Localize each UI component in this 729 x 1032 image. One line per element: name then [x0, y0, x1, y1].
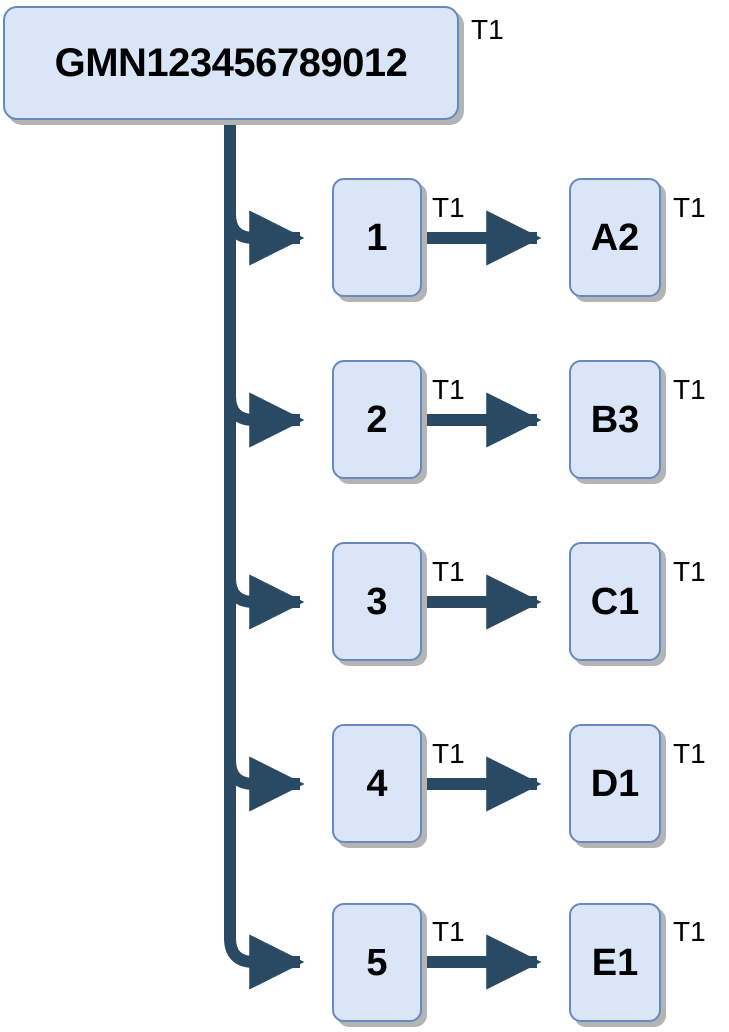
- trunk-path: [224, 118, 255, 968]
- edge-label-link-2: T1: [432, 374, 465, 405]
- edge-label-link-1: T1: [432, 192, 465, 223]
- node-mid-2-label: 2: [366, 398, 388, 441]
- branch-edge-1: [224, 210, 305, 266]
- node-end-5-label: E1: [591, 941, 639, 984]
- edge-label-root: T1: [471, 14, 504, 45]
- node-end-2-label: B3: [590, 398, 640, 441]
- node-mid-4[interactable]: 4: [332, 724, 422, 843]
- node-mid-1[interactable]: 1: [332, 178, 422, 297]
- node-mid-1-label: 1: [366, 216, 388, 259]
- node-mid-5-label: 5: [366, 941, 388, 984]
- node-end-3-label: C1: [590, 580, 640, 623]
- edge-label-end-4: T1: [673, 738, 706, 769]
- edge-label-end-5: T1: [673, 916, 706, 947]
- node-end-4-label: D1: [590, 762, 640, 805]
- node-mid-4-label: 4: [366, 762, 388, 805]
- edge-label-end-3: T1: [673, 556, 706, 587]
- node-mid-5[interactable]: 5: [332, 903, 422, 1022]
- node-end-1-label: A2: [590, 216, 640, 259]
- node-root[interactable]: GMN123456789012: [3, 6, 459, 120]
- branch-edge-3: [224, 574, 305, 630]
- edge-label-link-4: T1: [432, 738, 465, 769]
- node-mid-3[interactable]: 3: [332, 542, 422, 661]
- edge-label-end-1: T1: [673, 192, 706, 223]
- branch-edge-4: [224, 756, 305, 812]
- node-end-2[interactable]: B3: [569, 360, 661, 479]
- edge-label-end-2: T1: [673, 374, 706, 405]
- node-mid-2[interactable]: 2: [332, 360, 422, 479]
- node-root-label: GMN123456789012: [54, 41, 408, 85]
- branch-edge-2: [224, 392, 305, 448]
- node-end-5[interactable]: E1: [569, 903, 661, 1022]
- node-mid-3-label: 3: [366, 580, 388, 623]
- edge-label-link-3: T1: [432, 556, 465, 587]
- edge-label-link-5: T1: [432, 916, 465, 947]
- node-end-4[interactable]: D1: [569, 724, 661, 843]
- node-end-1[interactable]: A2: [569, 178, 661, 297]
- node-end-3[interactable]: C1: [569, 542, 661, 661]
